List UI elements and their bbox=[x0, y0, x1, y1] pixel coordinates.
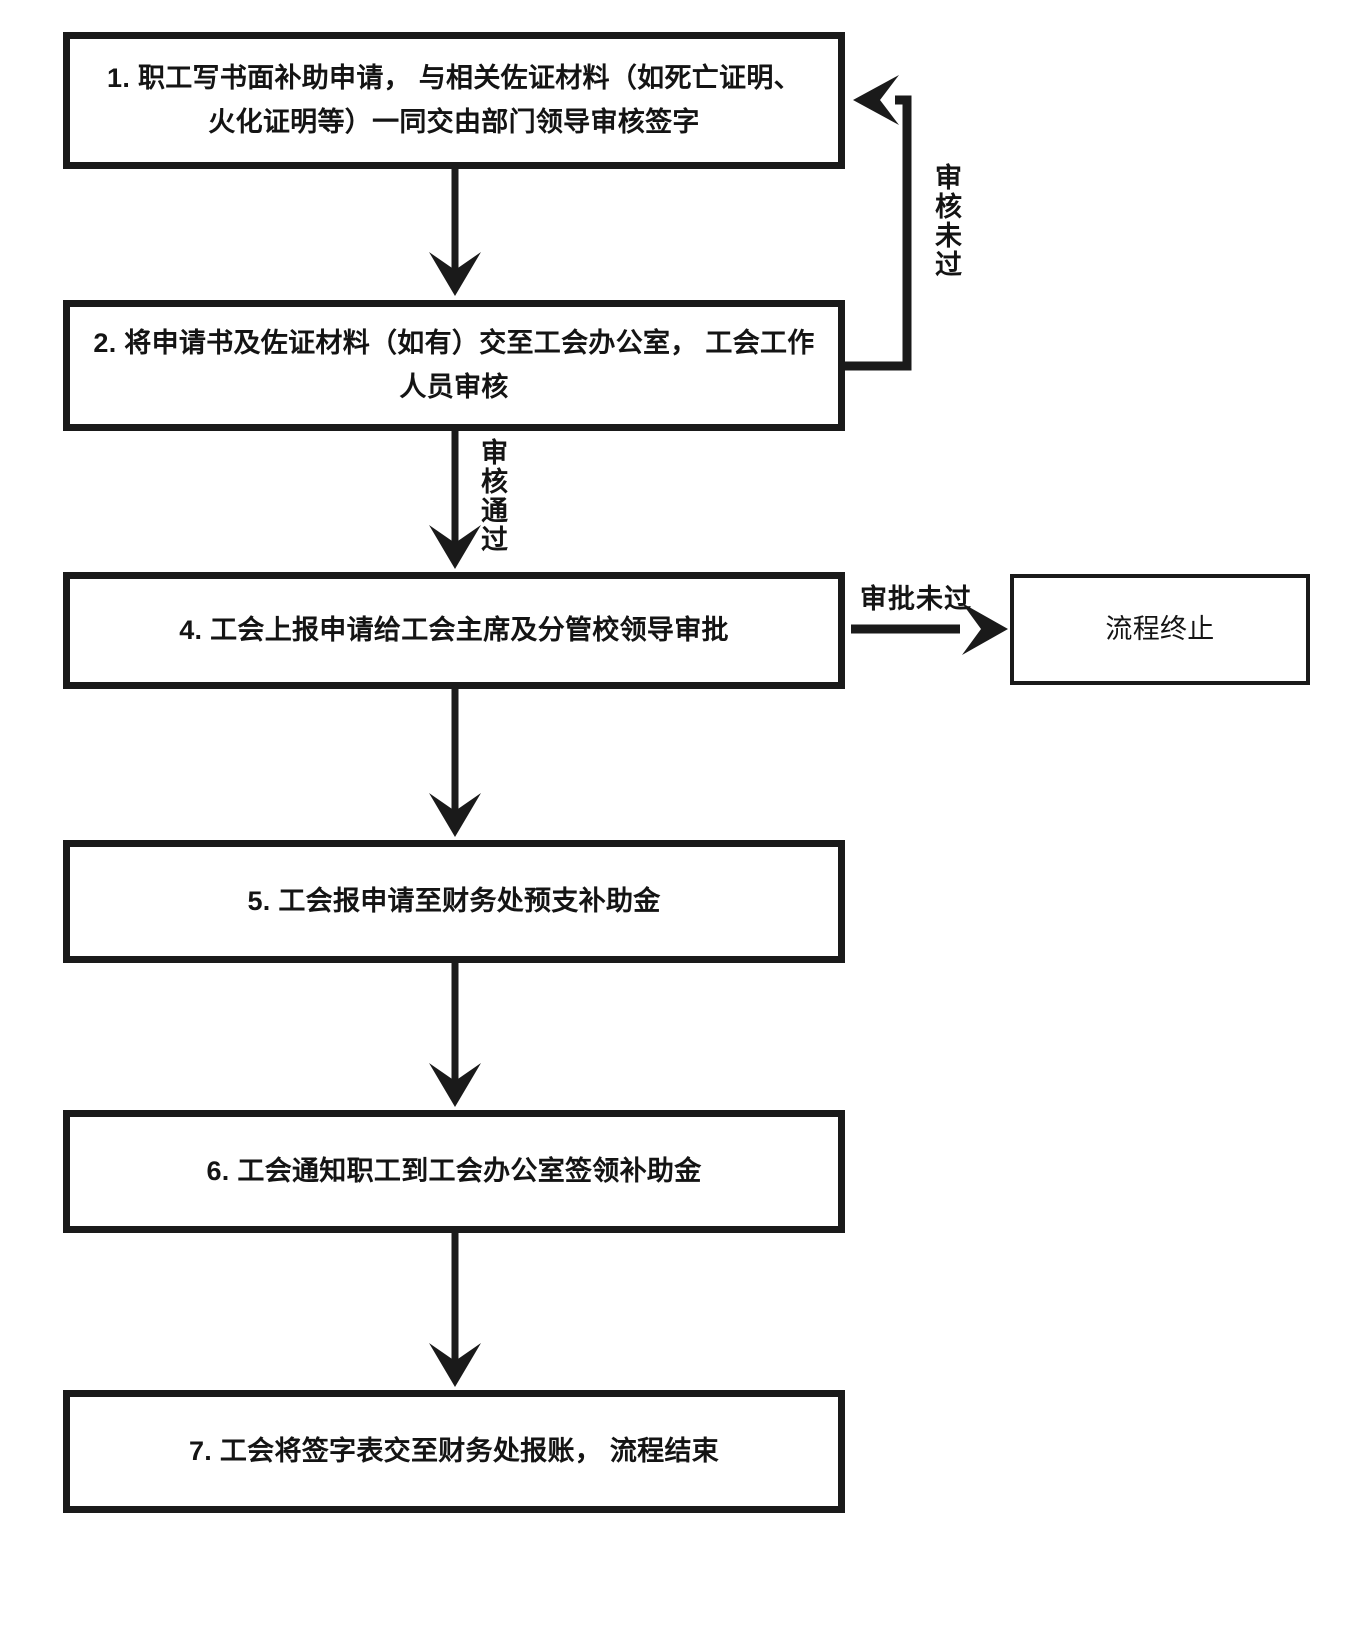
arrow-step4-step5 bbox=[429, 689, 481, 837]
step-6-box[interactable]: 6. 工会通知职工到工会办公室签领补助金 bbox=[63, 1110, 845, 1233]
edge-label-review-passed: 审核通过 bbox=[477, 438, 507, 554]
process-terminated-box[interactable]: 流程终止 bbox=[1010, 574, 1310, 685]
step-1-box[interactable]: 1. 职工写书面补助申请， 与相关佐证材料（如死亡证明、 火化证明等）一同交由部… bbox=[63, 32, 845, 169]
arrow-step2-step4 bbox=[429, 431, 481, 569]
step-7-label: 7. 工会将签字表交至财务处报账， 流程结束 bbox=[188, 1435, 720, 1466]
arrow-step5-step6 bbox=[429, 963, 481, 1107]
step-6-label: 6. 工会通知职工到工会办公室签领补助金 bbox=[206, 1155, 702, 1186]
step-2-label: 2. 将申请书及佐证材料（如有）交至工会办公室， 工会工作 人员审核 bbox=[93, 327, 815, 402]
step-2-box[interactable]: 2. 将申请书及佐证材料（如有）交至工会办公室， 工会工作 人员审核 bbox=[63, 300, 845, 431]
edge-label-approval-failed: 审批未过 bbox=[860, 584, 972, 614]
step-4-label: 4. 工会上报申请给工会主席及分管校领导审批 bbox=[179, 614, 729, 645]
step-7-box[interactable]: 7. 工会将签字表交至财务处报账， 流程结束 bbox=[63, 1390, 845, 1513]
process-terminated-label: 流程终止 bbox=[1105, 613, 1215, 644]
step-1-label: 1. 职工写书面补助申请， 与相关佐证材料（如死亡证明、 火化证明等）一同交由部… bbox=[107, 62, 801, 137]
step-5-box[interactable]: 5. 工会报申请至财务处预支补助金 bbox=[63, 840, 845, 963]
arrow-step1-step2 bbox=[429, 169, 481, 296]
step-5-label: 5. 工会报申请至财务处预支补助金 bbox=[247, 885, 661, 916]
edge-label-review-failed: 审核未过 bbox=[931, 163, 961, 279]
arrow-step6-step7 bbox=[429, 1233, 481, 1387]
step-4-box[interactable]: 4. 工会上报申请给工会主席及分管校领导审批 bbox=[63, 572, 845, 689]
arrow-step2-back-step1 bbox=[845, 75, 912, 371]
